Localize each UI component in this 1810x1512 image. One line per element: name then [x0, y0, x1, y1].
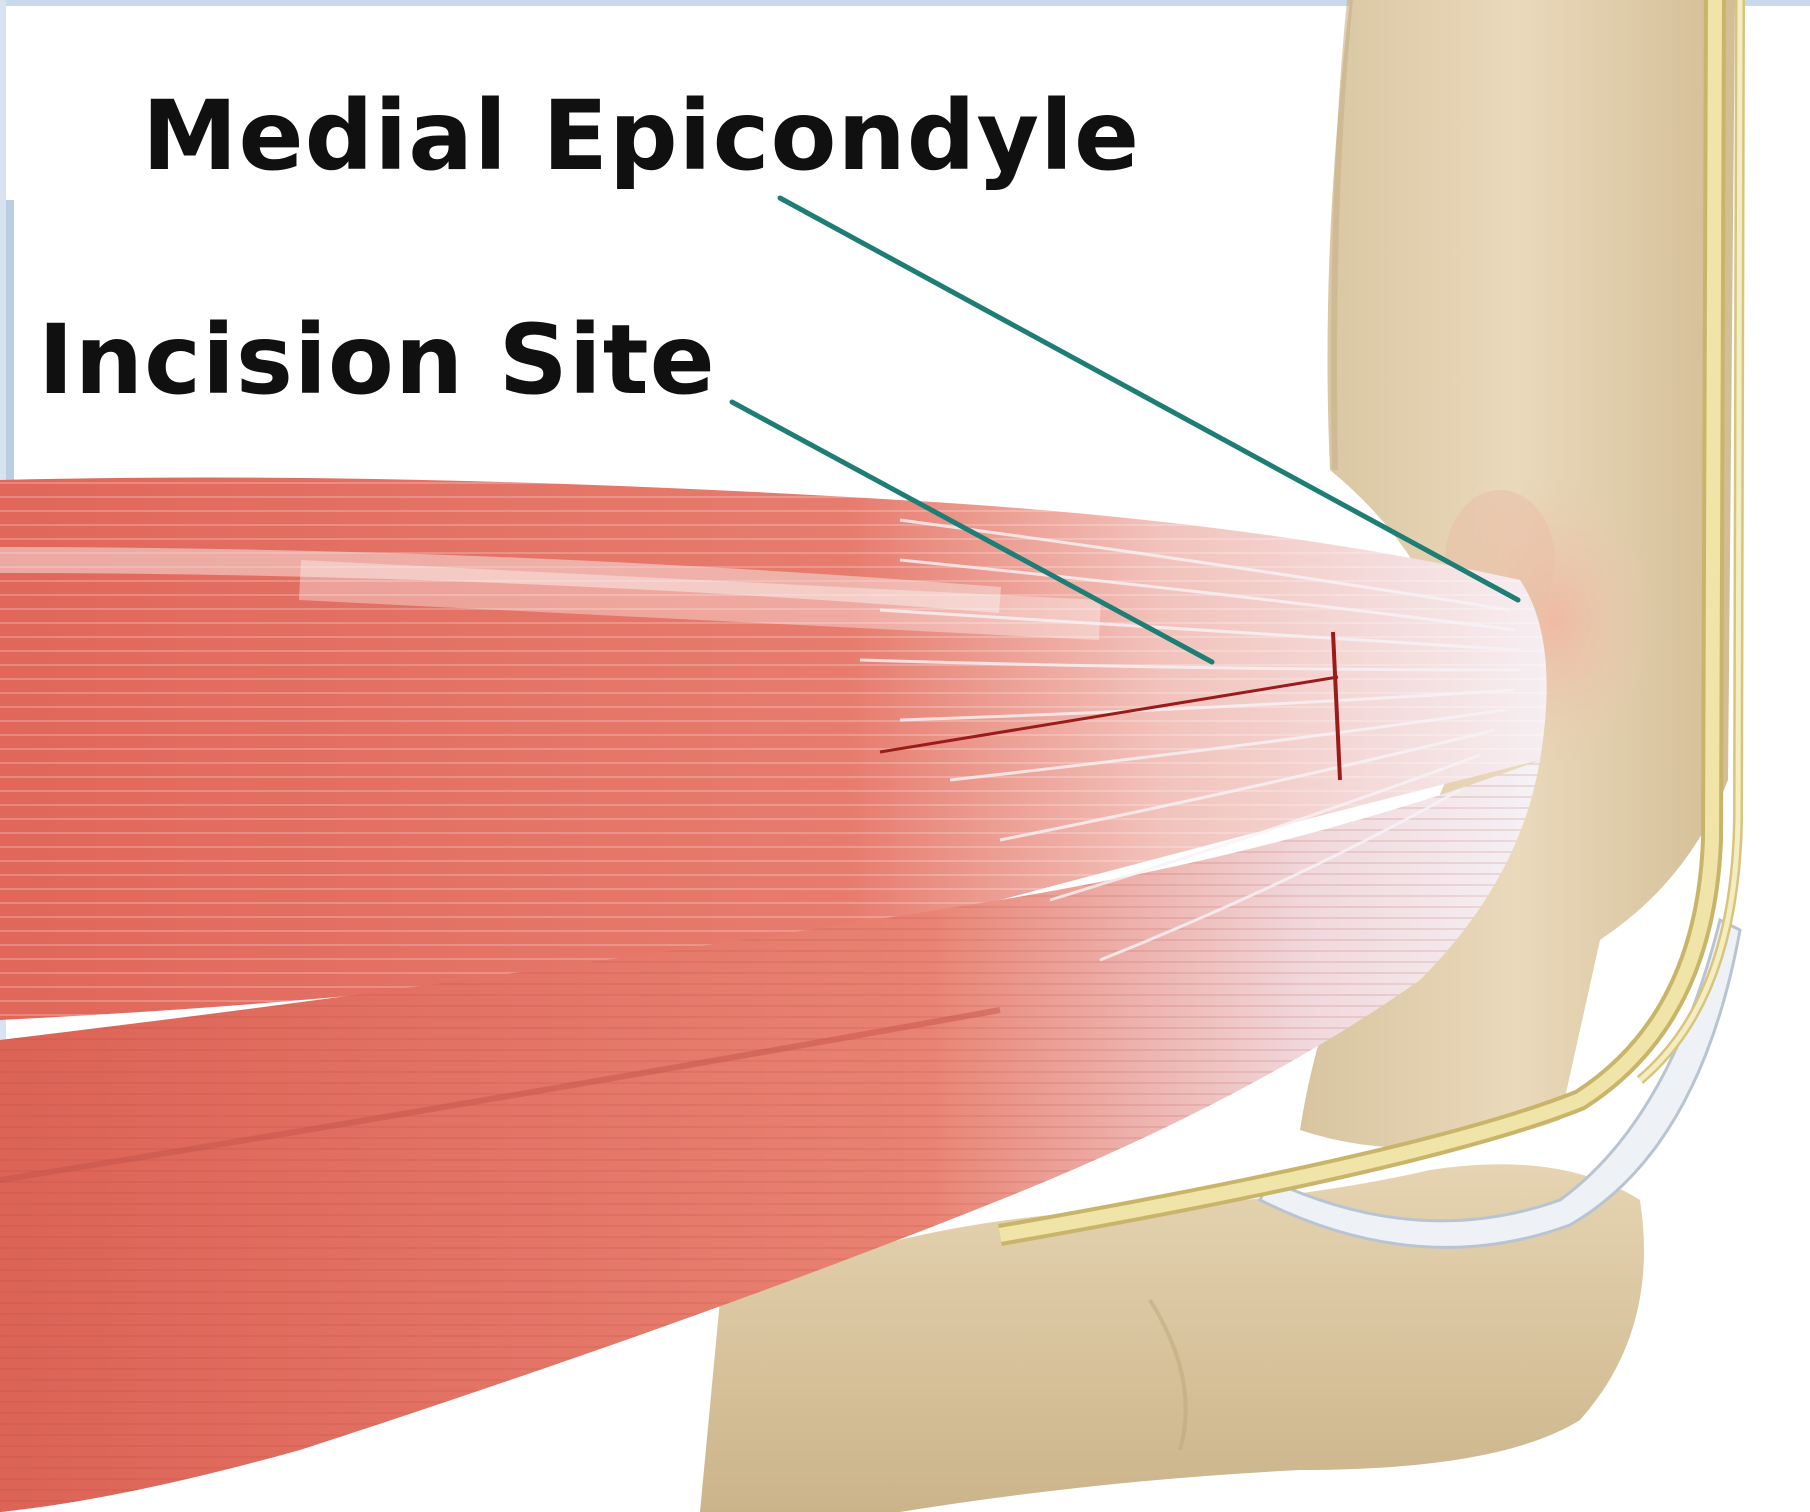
medial-epicondyle-label: Medial Epicondyle: [142, 88, 1140, 184]
incision-site-label: Incision Site: [38, 312, 716, 408]
